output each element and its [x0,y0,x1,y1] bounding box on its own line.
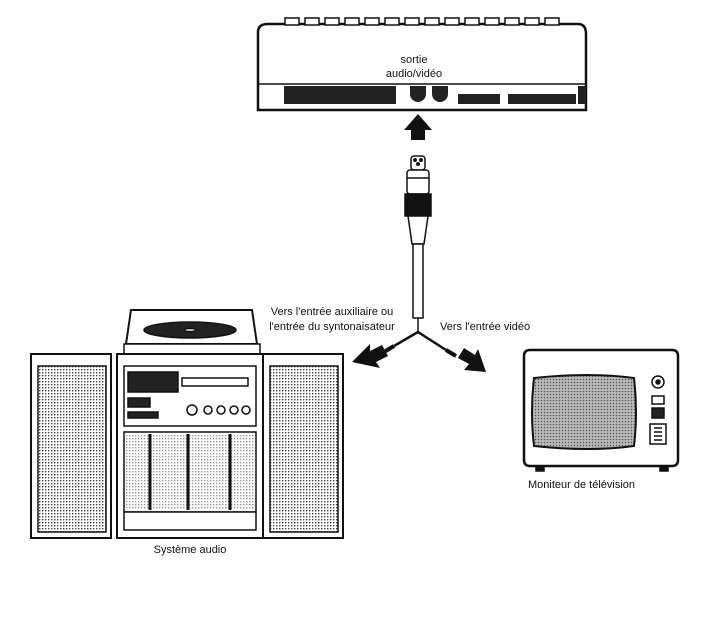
tv-label: Moniteur de télévision [528,479,636,491]
computer-port-label-1: sortie [400,54,428,66]
audio-input-label-2: l'entrée du syntonaisateur [269,321,395,333]
computer-port-label-2: audio/vidéo [385,68,443,80]
audio-input-label-1: Vers l'entrée auxiliaire ou [270,306,394,318]
right-arrow-icon [458,348,486,372]
audio-system-label: Système audio [153,544,227,556]
audio-system [30,309,344,539]
video-input-label: Vers l'entrée vidéo [440,321,531,333]
left-arrow-icon [352,344,388,368]
computer-rear-panel [256,17,588,112]
up-arrow-icon [404,114,432,140]
television-monitor [522,348,680,472]
din-plug [382,155,458,358]
